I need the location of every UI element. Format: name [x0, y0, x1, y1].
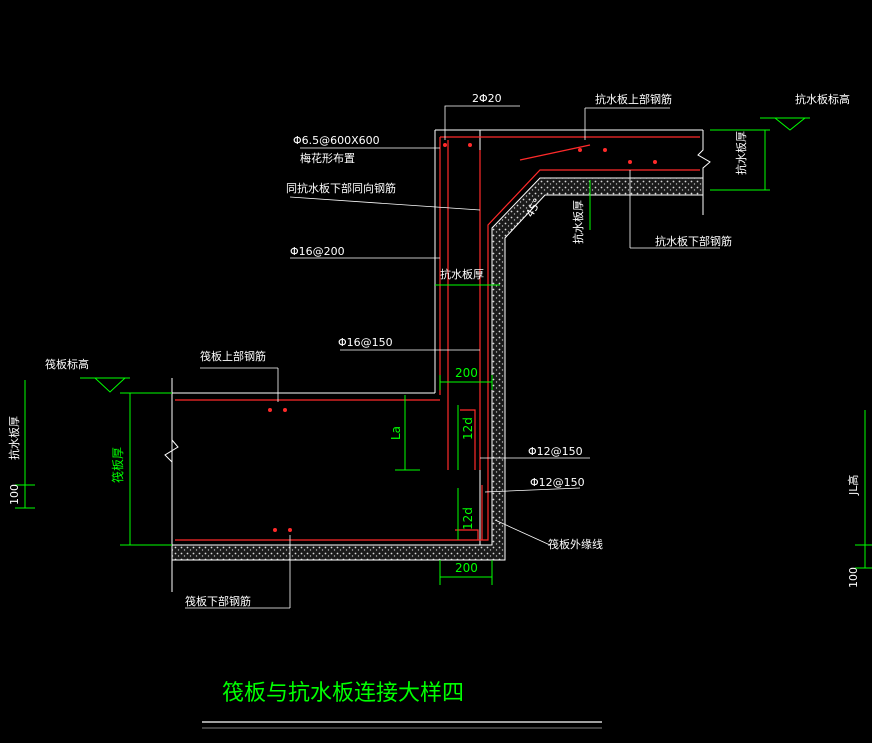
label-raft-bottom-rebar: 筏板下部钢筋 — [185, 594, 251, 608]
label-dim-12d-bottom: 12d — [461, 507, 475, 530]
dimension-labels: 筏板厚 La 200 12d 12d 200 — [111, 366, 478, 575]
label-ws-top-rebar: 抗水板上部钢筋 — [595, 92, 672, 106]
label-vert-bar: Φ16@150 — [338, 336, 393, 349]
rebar-lines — [175, 136, 700, 541]
label-top-bar: 2Φ20 — [472, 92, 502, 105]
label-tie-spec: Φ6.5@600X600 — [293, 134, 380, 147]
label-ws-level: 抗水板标高 — [795, 92, 850, 106]
concrete-cushion — [171, 177, 704, 561]
label-lap-len: La — [389, 426, 403, 440]
label-raft-thick: 筏板厚 — [111, 447, 125, 483]
label-ws-bottom-rebar: 抗水板下部钢筋 — [655, 234, 732, 248]
label-ws-thick-right: 抗水板厚 — [734, 131, 748, 175]
label-ws-thick-mid: 抗水板厚 — [571, 200, 585, 244]
label-phi12-b: Φ12@150 — [530, 476, 585, 489]
label-wall-bar: Φ16@200 — [290, 245, 345, 258]
annotation-labels: 2Φ20 Φ6.5@600X600 梅花形布置 同抗水板下部同向钢筋 Φ16@2… — [7, 92, 860, 608]
label-jl-height: JL高 — [846, 475, 860, 496]
label-phi12-a: Φ12@150 — [528, 445, 583, 458]
label-same-bottom: 同抗水板下部同向钢筋 — [286, 181, 396, 195]
dimension-lines — [15, 117, 872, 585]
leader-lines — [185, 105, 720, 609]
label-raft-edge: 筏板外缘线 — [548, 537, 603, 551]
label-dim-100-left: 100 — [8, 484, 21, 505]
label-tie-note: 梅花形布置 — [300, 151, 355, 165]
rebar-dots — [268, 143, 657, 532]
drawing-title: 筏板与抗水板连接大样四 — [202, 681, 602, 729]
label-ws-thick-left: 抗水板厚 — [7, 416, 21, 460]
title-text: 筏板与抗水板连接大样四 — [222, 681, 464, 706]
label-dim-100-right: 100 — [847, 567, 860, 588]
label-raft-level: 筏板标高 — [45, 357, 89, 371]
label-dim-200-top: 200 — [455, 366, 478, 380]
label-ws-thick: 抗水板厚 — [440, 267, 484, 281]
label-dim-200-bottom: 200 — [455, 561, 478, 575]
label-raft-top-rebar: 筏板上部钢筋 — [200, 349, 266, 363]
label-dim-12d-top: 12d — [461, 417, 475, 440]
